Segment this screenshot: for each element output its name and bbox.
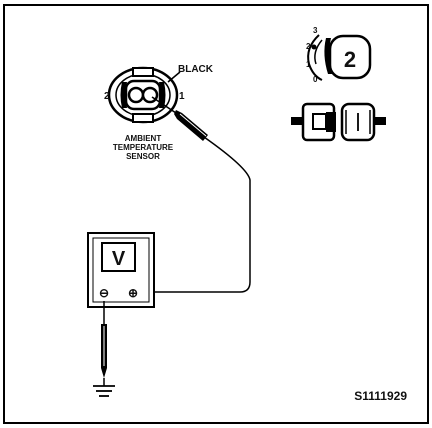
figure-code: S1111929 [354,389,407,403]
component-label: AMBIENT TEMPERATURE SENSOR [113,134,174,161]
voltmeter-display [101,242,136,272]
connector-color-label: BLACK [178,64,214,75]
pin-2-label: 2 [104,91,110,102]
ground-symbol [93,385,115,397]
probe-negative [101,301,107,386]
component-label-line-1: AMBIENT [125,134,162,143]
voltmeter: V ⊖ ⊕ [87,232,155,308]
switch-pointer [311,44,317,50]
key-number: 2 [344,47,356,72]
black-leader-line [167,71,181,83]
probe-positive [151,96,208,141]
voltmeter-symbol: V [112,248,126,270]
sensor-connector [107,66,181,124]
pin-2-terminal [127,86,145,104]
switch-position-0: 0 [313,75,318,84]
key-head [328,34,372,80]
component-label-line-2: TEMPERATURE [113,143,174,152]
positive-lead-wire [137,136,251,293]
component-label-line-3: SENSOR [126,152,160,161]
diagram-frame [3,4,429,424]
switch-position-2: 2 [306,42,311,51]
positive-terminal: ⊕ [128,286,138,300]
key-switch-detail: 3 2 1 0 2 [306,26,372,84]
negative-terminal: ⊖ [99,286,109,300]
pin-1-label: 1 [179,91,185,102]
switch-position-3: 3 [313,26,318,35]
pin-1-terminal [141,86,159,104]
connector-halves-detail [291,102,386,142]
